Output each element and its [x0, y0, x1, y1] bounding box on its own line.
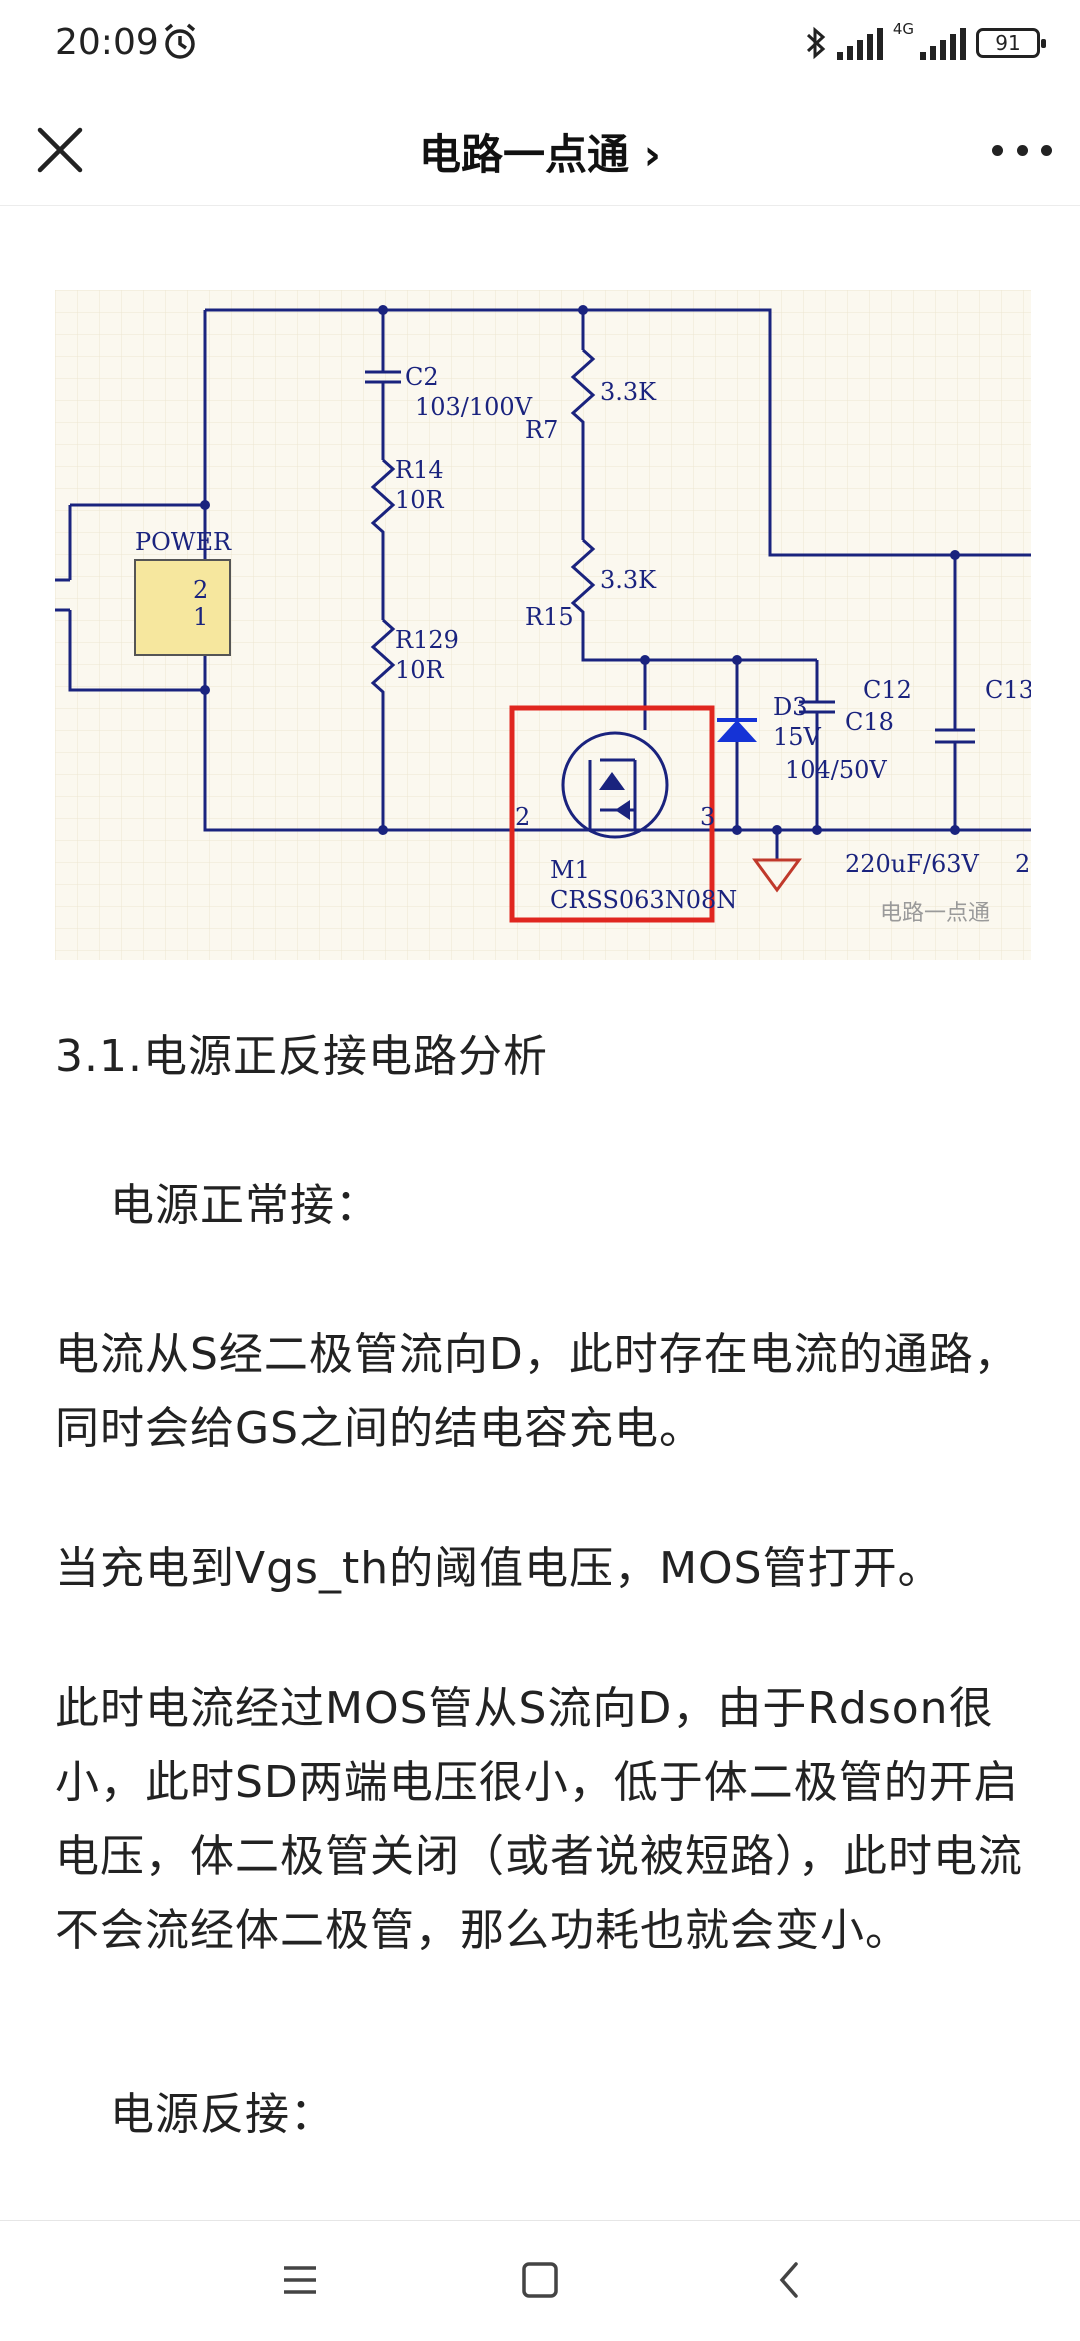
close-icon[interactable]: [30, 120, 90, 180]
label-d3: D3: [773, 693, 808, 721]
label-c2: C2: [405, 363, 439, 391]
paragraph-1: 电流从S经二极管流向D，此时存在电流的通路，同时会给GS之间的结电容充电。: [55, 1329, 1019, 1454]
more-options-icon[interactable]: [992, 125, 1052, 175]
label-c12: C12: [863, 676, 912, 704]
label-pin-d: 3: [700, 803, 715, 831]
label-edge: 2: [1015, 850, 1030, 878]
label-m1-part: CRSS063N08N: [550, 886, 737, 914]
back-icon[interactable]: [760, 2255, 820, 2305]
network-type: 4G: [892, 20, 914, 38]
page-title[interactable]: 电路一点通 ›: [419, 130, 661, 179]
battery-level: 91: [995, 31, 1021, 55]
navigation-bar: [0, 2220, 1080, 2341]
menu-icon[interactable]: [270, 2255, 330, 2305]
watermark: 电路一点通: [880, 901, 990, 926]
title-bar: 电路一点通 ›: [0, 95, 1080, 206]
label-pin1: 1: [193, 603, 208, 631]
label-power: POWER: [135, 528, 232, 556]
label-c18-val: 104/50V: [785, 756, 887, 784]
label-r7: R7: [525, 416, 558, 444]
label-d3-val: 15V: [773, 723, 822, 751]
label-m1: M1: [550, 856, 590, 884]
label-r15: R15: [525, 603, 574, 631]
paragraph-3: 此时电流经过MOS管从S流向D，由于Rdson很小，此时SD两端电压很小，低于体…: [55, 1683, 1023, 1956]
label-c2-val: 103/100V: [415, 393, 533, 421]
paragraph-2: 当充电到Vgs_th的阈值电压，MOS管打开。: [55, 1543, 943, 1594]
home-square-icon[interactable]: [510, 2255, 570, 2305]
bluetooth-icon: [806, 26, 826, 60]
label-r14-val: 10R: [395, 486, 445, 514]
section-heading: 3.1.电源正反接电路分析: [55, 1031, 548, 1082]
label-r129: R129: [395, 626, 459, 654]
article-body: 3.1.电源正反接电路分析 电源正常接： 电流从S经二极管流向D，此时存在电流的…: [55, 1020, 1031, 2152]
status-bar: 20:09 4G 91: [0, 0, 1080, 95]
label-c18: C18: [845, 708, 894, 736]
alarm-icon: [164, 23, 196, 59]
status-time: 20:09: [55, 22, 159, 63]
label-pin-s: 2: [515, 803, 530, 831]
signal-icon-2: [920, 26, 966, 60]
label-r14: R14: [395, 456, 444, 484]
battery-icon: 91: [976, 28, 1046, 58]
label-r129-val: 10R: [395, 656, 445, 684]
label-pin2: 2: [193, 576, 208, 604]
subheading-normal: 电源正常接：: [110, 1180, 380, 1231]
signal-icon: [836, 26, 883, 60]
label-r15-val: 3.3K: [600, 566, 657, 594]
label-c13: C13: [985, 676, 1031, 704]
label-c13-val: 220uF/63V: [845, 850, 980, 878]
subheading-reverse: 电源反接：: [110, 2089, 335, 2140]
circuit-schematic-image: POWER 2 1 C2 103/100V R14 10R R129 10R 3…: [55, 290, 1031, 960]
label-r7-val: 3.3K: [600, 378, 657, 406]
